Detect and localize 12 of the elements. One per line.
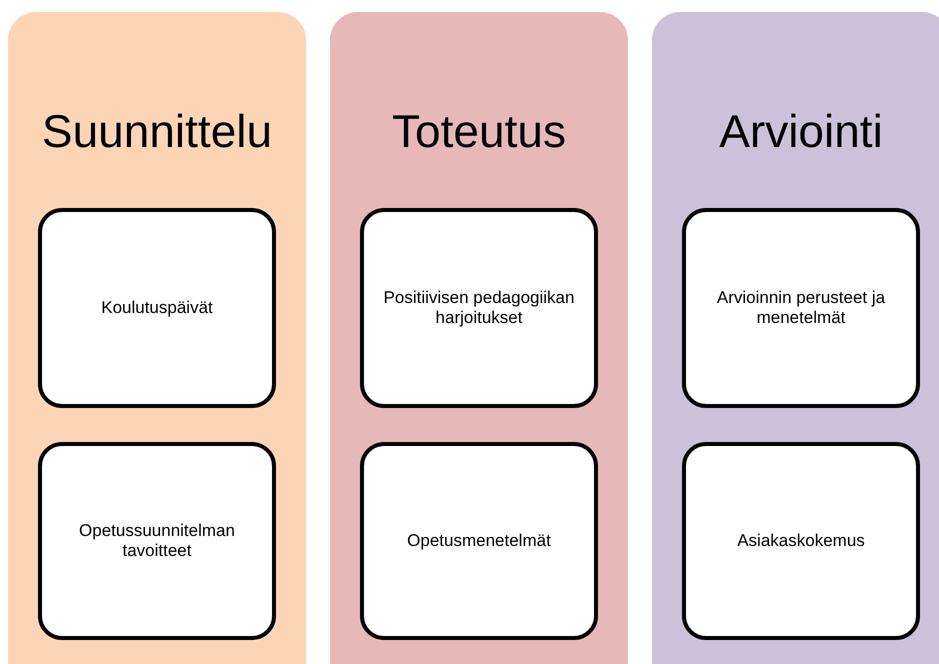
- text-box: Opetusmenetelmät: [360, 442, 598, 640]
- text-box: Koulutuspäivät: [38, 208, 276, 408]
- text-box: Opetussuunnitelman tavoitteet: [38, 442, 276, 640]
- text-box: Asiakaskokemus: [682, 442, 920, 640]
- text-box: Positiivisen pedagogiikan harjoitukset: [360, 208, 598, 408]
- column-panel: [330, 12, 628, 664]
- column-heading: Arviointi: [718, 104, 884, 158]
- column-panel: [8, 12, 306, 664]
- text-box: Arvioinnin perusteet ja menetelmät: [682, 208, 920, 408]
- column-panel: [652, 12, 939, 664]
- column-heading: Suunnittelu: [40, 104, 274, 158]
- column-heading: Toteutus: [391, 104, 567, 158]
